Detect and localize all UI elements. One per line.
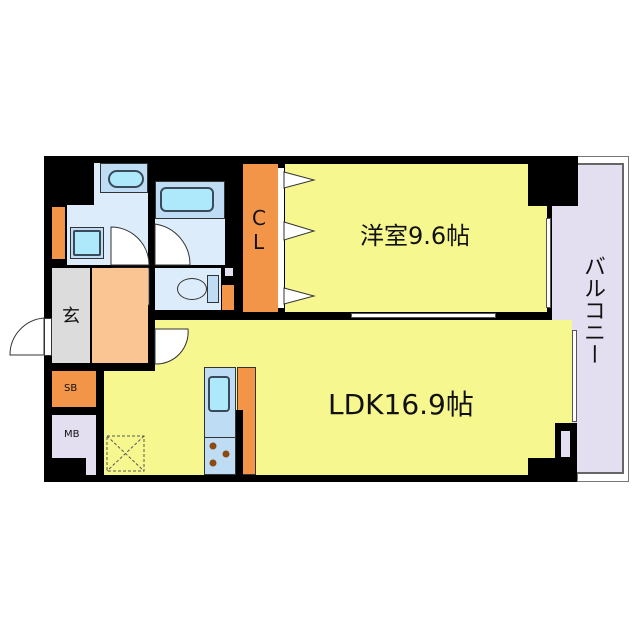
wall-pillar-nw bbox=[528, 156, 578, 206]
fridge-space-icon bbox=[106, 435, 145, 472]
washing-machine-tub bbox=[73, 230, 101, 256]
closet-door-track bbox=[278, 168, 284, 308]
closet-folding-doors bbox=[283, 171, 316, 305]
counter-divider bbox=[204, 437, 236, 438]
window-ldk bbox=[572, 330, 577, 422]
ldk-label: LDK16.9帖 bbox=[328, 388, 474, 421]
pipe-space bbox=[561, 431, 570, 457]
hallway bbox=[92, 268, 148, 363]
kitchen-sink bbox=[208, 376, 230, 412]
wall-washroom-corner bbox=[52, 163, 94, 205]
kitchen-wall bbox=[236, 410, 243, 475]
entrance bbox=[52, 268, 90, 363]
toilet-storage bbox=[222, 285, 234, 310]
western-room bbox=[285, 164, 547, 312]
shoe-box bbox=[52, 371, 96, 407]
balcony-label: バルコニー bbox=[580, 255, 605, 365]
closet-label-c: C bbox=[252, 206, 266, 230]
shoe-box-label: SB bbox=[64, 383, 78, 394]
closet-label-l: L bbox=[253, 230, 265, 254]
entrance-door bbox=[44, 318, 52, 356]
entrance-label: 玄 bbox=[62, 306, 80, 327]
sliding-door bbox=[351, 313, 496, 318]
washbasin bbox=[108, 170, 144, 188]
toilet-pipe bbox=[225, 268, 233, 276]
toilet-bowl bbox=[177, 278, 207, 300]
stove-burners-icon bbox=[209, 442, 230, 467]
meter-box-label: MB bbox=[64, 429, 80, 440]
toilet-tank bbox=[207, 275, 219, 303]
western-room-label: 洋室9.6帖 bbox=[360, 222, 471, 250]
bathtub-basin bbox=[160, 187, 214, 212]
closet bbox=[243, 164, 278, 312]
ldk-extension bbox=[104, 371, 164, 475]
wall-pillar-se2 bbox=[528, 458, 558, 475]
meter-box-corner bbox=[52, 458, 86, 475]
window-western bbox=[546, 218, 551, 308]
washroom-storage bbox=[52, 207, 65, 259]
